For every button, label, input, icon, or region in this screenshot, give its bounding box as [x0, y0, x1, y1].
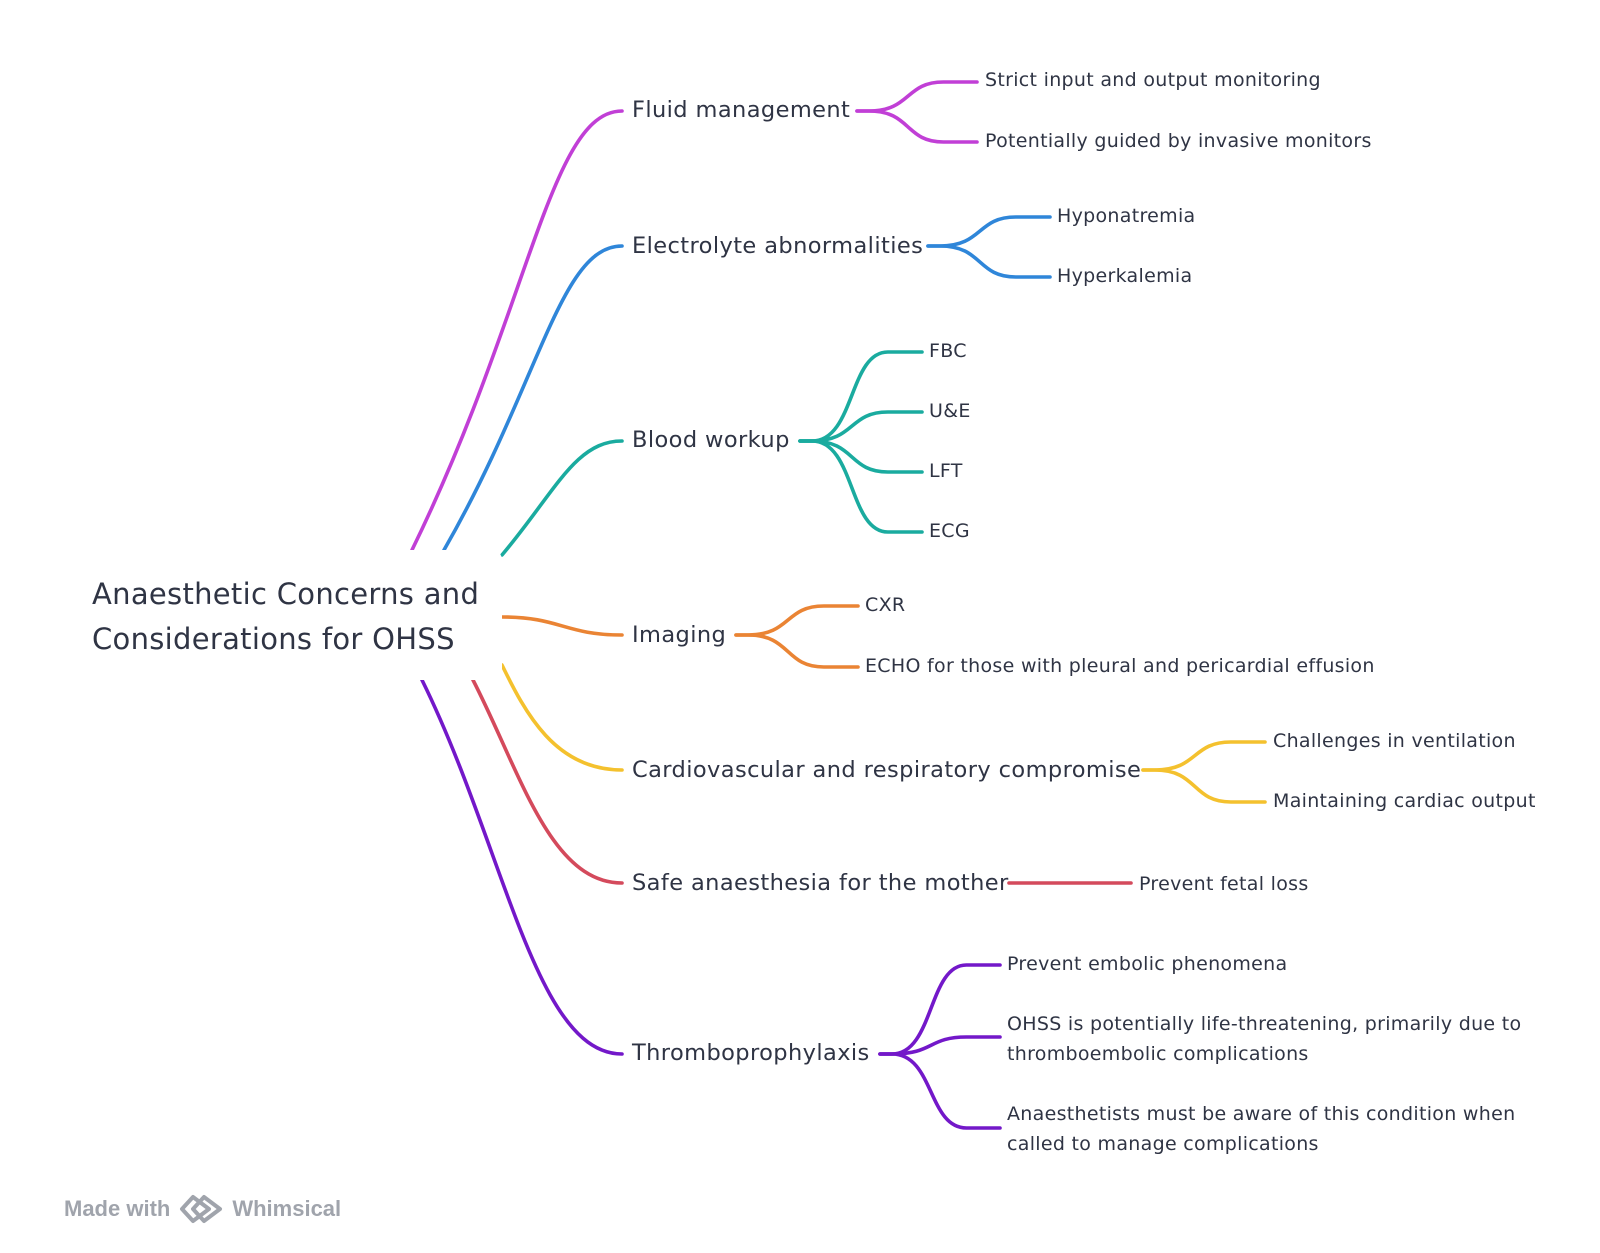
whimsical-logo-icon [180, 1195, 223, 1223]
connector-root-safe [471, 678, 624, 885]
leaf-thrombo-2[interactable]: OHSS is potentially life-threatening, pr… [1007, 1013, 1522, 1065]
root-node-box[interactable] [66, 550, 502, 680]
leaf-blood-4[interactable]: ECG [929, 520, 970, 542]
whimsical-brand: Whimsical [232, 1196, 342, 1221]
branch-imaging[interactable]: Imaging [632, 622, 727, 648]
connector-thrombo-leaf-3 [878, 1052, 1002, 1130]
connector-imaging-leaf-2 [734, 633, 860, 669]
connector-electrolyte-leaf-2 [926, 244, 1052, 279]
connector-cardio-leaf-1 [1141, 740, 1267, 772]
leaf-cardio-2[interactable]: Maintaining cardiac output [1273, 790, 1536, 812]
leaf-blood-2[interactable]: U&E [929, 400, 971, 422]
root-node-title: Anaesthetic Concerns and Considerations … [92, 572, 492, 662]
connector-electrolyte-leaf-1 [926, 215, 1052, 248]
connector-root-electrolyte [442, 244, 624, 552]
connector-root-fluid [410, 109, 624, 552]
leaf-electrolyte-1[interactable]: Hyponatremia [1057, 205, 1196, 227]
leaf-blood-1[interactable]: FBC [929, 340, 967, 362]
connector-blood-leaf-4 [798, 439, 924, 534]
branch-electrolyte-abnormalities[interactable]: Electrolyte abnormalities [632, 233, 924, 259]
branch-fluid-management[interactable]: Fluid management [632, 97, 851, 123]
leaf-fluid-2[interactable]: Potentially guided by invasive monitors [985, 130, 1372, 152]
leaf-cardio-1[interactable]: Challenges in ventilation [1273, 730, 1516, 752]
leaf-thrombo-1[interactable]: Prevent embolic phenomena [1007, 953, 1288, 975]
root-title-line-1: Anaesthetic Concerns and [92, 577, 480, 611]
leaf-blood-3[interactable]: LFT [929, 460, 963, 482]
branch-cardiovascular-respiratory[interactable]: Cardiovascular and respiratory compromis… [632, 757, 1142, 783]
connector-thrombo-leaf-2 [878, 1035, 1002, 1056]
connector-blood-leaf-3 [798, 439, 924, 474]
connector-fluid-leaf-2 [855, 109, 979, 144]
connector-root-thrombo [420, 678, 624, 1056]
made-with-whimsical[interactable]: Made with Whimsical [64, 1192, 341, 1226]
branch-blood-workup[interactable]: Blood workup [632, 427, 790, 453]
leaf-imaging-1[interactable]: CXR [865, 594, 906, 616]
leaf-safe-1[interactable]: Prevent fetal loss [1139, 873, 1309, 895]
connector-blood-leaf-1 [798, 350, 924, 443]
root-title-line-2: Considerations for OHSS [92, 622, 455, 656]
connector-imaging-leaf-1 [734, 604, 860, 637]
branch-safe-anaesthesia[interactable]: Safe anaesthesia for the mother [632, 870, 1009, 896]
connector-root-blood [500, 439, 624, 557]
branch-thromboprophylaxis[interactable]: Thromboprophylaxis [632, 1040, 870, 1066]
connector-cardio-leaf-2 [1141, 768, 1267, 804]
connector-root-cardio [500, 663, 624, 772]
leaf-electrolyte-2[interactable]: Hyperkalemia [1057, 265, 1193, 287]
leaf-imaging-2[interactable]: ECHO for those with pleural and pericard… [865, 655, 1375, 677]
leaf-thrombo-3[interactable]: Anaesthetists must be aware of this cond… [1007, 1103, 1516, 1155]
connector-root-imaging [500, 615, 624, 637]
leaf-fluid-1[interactable]: Strict input and output monitoring [985, 69, 1321, 91]
made-with-label: Made with [64, 1196, 171, 1221]
connector-blood-leaf-2 [798, 410, 924, 443]
connector-fluid-leaf-1 [855, 80, 979, 113]
